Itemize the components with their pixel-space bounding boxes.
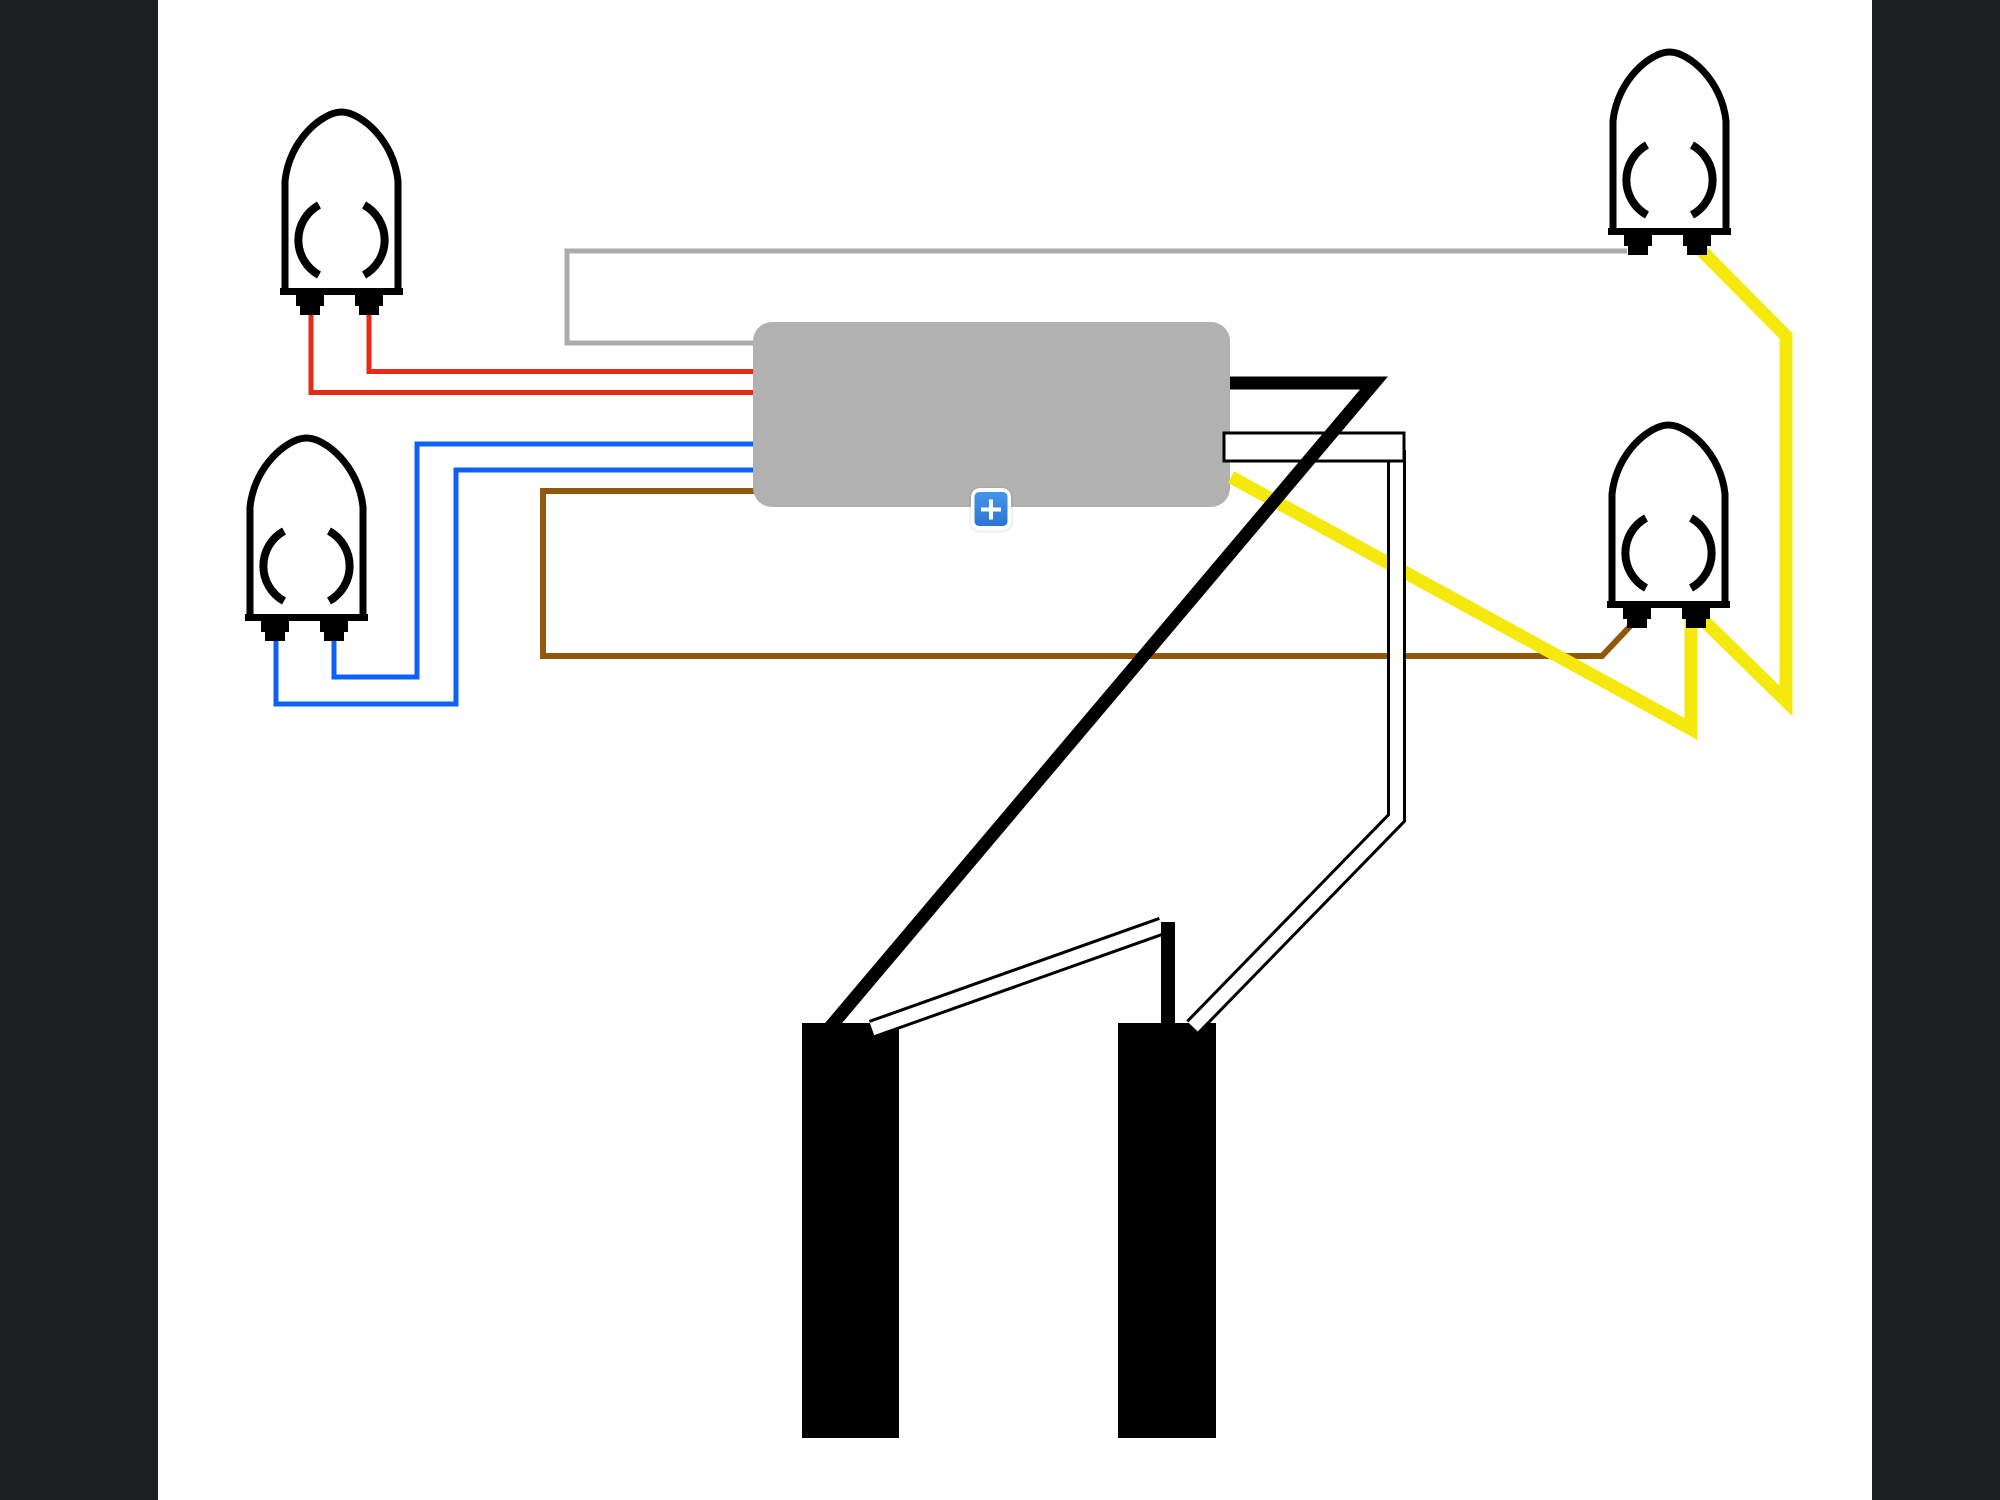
connector-fill <box>1188 450 1403 1032</box>
lamp-terminal <box>1623 607 1651 619</box>
lamp-top-left[interactable] <box>280 108 403 315</box>
lamp-bulb-outline <box>281 108 402 292</box>
lamp-terminal <box>296 294 324 306</box>
blue-wire-mid-lamp-terminal-1[interactable] <box>273 467 755 707</box>
lamp-terminal <box>1683 234 1711 246</box>
plus-icon <box>981 499 1001 520</box>
lamp-filament-left-arc <box>1622 141 1650 219</box>
gray-wire-dimmer-feed[interactable] <box>564 248 1627 346</box>
lamp-terminal <box>355 294 383 306</box>
lamp-bottom-right[interactable] <box>1607 421 1730 628</box>
lamp-filament-right-arc <box>361 201 389 279</box>
lamp-terminal <box>1687 246 1707 255</box>
add-shape-button[interactable] <box>969 487 1013 533</box>
lamp-terminal <box>261 620 289 632</box>
lamp-terminal <box>1682 607 1710 619</box>
yellow-wire-box-to-lamp[interactable] <box>1227 471 1698 740</box>
lamp-terminal <box>320 620 348 632</box>
battery-bar-left[interactable] <box>802 1023 899 1438</box>
lamp-terminal <box>1624 234 1652 246</box>
viewer-dark-gutter-left <box>0 0 158 1500</box>
lamp-terminal <box>1628 246 1648 255</box>
lamp-middle-left[interactable] <box>245 434 368 641</box>
white-connector-vertical-diagonal[interactable] <box>1186 450 1406 1034</box>
battery-bar-right-stub[interactable] <box>1161 922 1175 1027</box>
control-module-box[interactable] <box>753 322 1230 507</box>
lamp-filament-left-arc <box>294 201 322 279</box>
viewer-dark-gutter-right <box>1872 0 2000 1500</box>
lamp-bulb-outline <box>1609 48 1730 232</box>
lamp-bulb-outline <box>1608 421 1729 605</box>
lamp-filament-left-arc <box>259 527 287 605</box>
lamp-bulb-outline <box>246 434 367 618</box>
battery-bar-right[interactable] <box>1118 1023 1216 1438</box>
lamp-terminal <box>324 632 344 641</box>
lamp-terminal <box>300 306 320 315</box>
black-wire-box-to-bar[interactable] <box>821 376 1388 1037</box>
lamp-terminal <box>265 632 285 641</box>
white-connector-left-diagonal[interactable] <box>868 917 1166 1038</box>
connector-fill <box>869 919 1165 1036</box>
red-wire-left-lamp-terminal-1[interactable] <box>308 309 755 395</box>
lamp-terminal <box>1627 619 1647 628</box>
lamp-terminal <box>359 306 379 315</box>
lamp-top-right[interactable] <box>1608 48 1731 255</box>
red-wire-left-lamp-terminal-2[interactable] <box>366 309 755 374</box>
lamp-filament-right-arc <box>1689 141 1717 219</box>
lamp-filament-right-arc <box>1688 514 1716 592</box>
yellow-wire-right-lamps[interactable] <box>1694 243 1793 717</box>
lamp-filament-right-arc <box>326 527 354 605</box>
brown-wire-bottom-right-lamp[interactable] <box>540 488 1639 659</box>
blue-wire-mid-lamp-terminal-2[interactable] <box>331 441 755 680</box>
lamp-filament-left-arc <box>1621 514 1649 592</box>
lamp-terminal <box>1686 619 1706 628</box>
